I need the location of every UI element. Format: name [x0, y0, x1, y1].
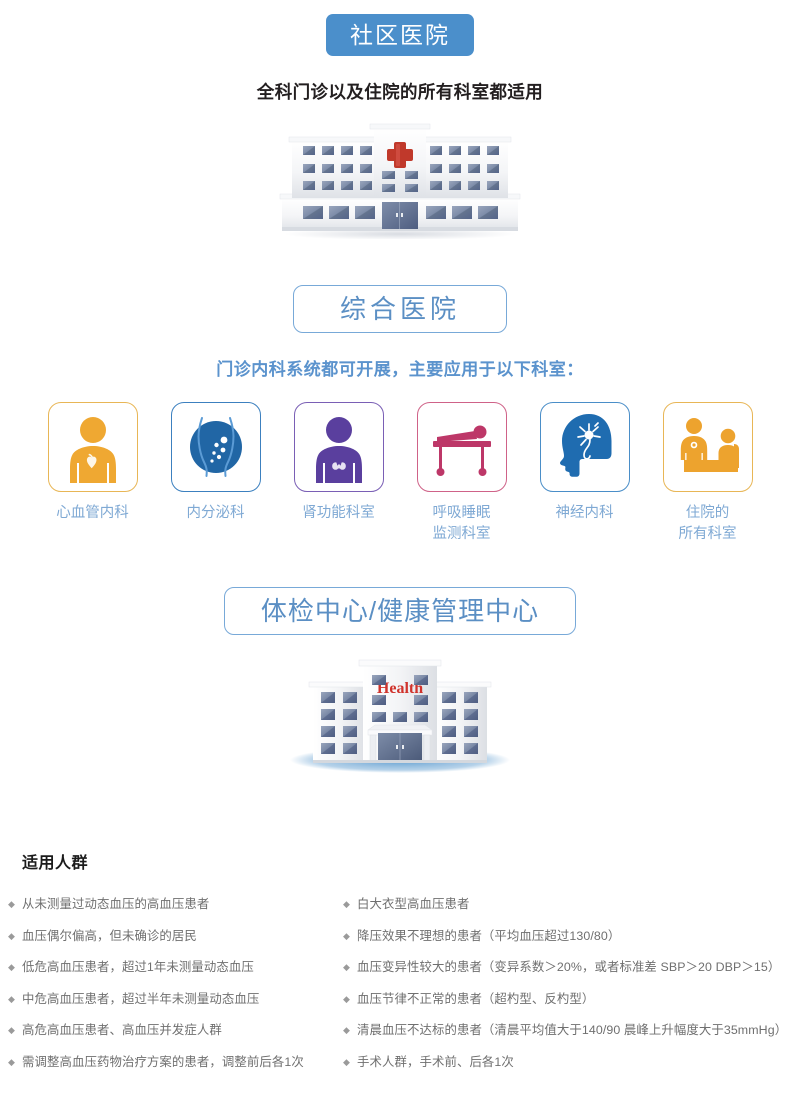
department-label: 神经内科	[555, 505, 614, 521]
department-label: 肾功能科室	[302, 505, 375, 521]
top-spacer	[0, 0, 800, 6]
list-item-text: 手术人群，手术前、后各1次	[357, 1054, 514, 1069]
neurology-head-neuron-icon	[559, 414, 611, 477]
inpatient-bedside-care-icon	[680, 418, 739, 472]
diamond-bullet-icon: ◆	[343, 1025, 351, 1036]
general-hospital-subtitle: 门诊内科系统都可开展，主要应用于以下科室：	[216, 360, 584, 379]
nephrology-icon-box	[293, 402, 384, 492]
list-item: ◆ 手术人群，手术前、后各1次	[343, 1055, 800, 1071]
diamond-bullet-icon: ◆	[343, 930, 351, 941]
applicable-population-right-column: ◆ 白大衣型高血压患者 ◆ 降压效果不理想的患者（平均血压超过130/80） ◆…	[343, 897, 800, 1086]
department-item-sleep-monitoring[interactable]: 呼吸睡眠 监测科室	[414, 402, 510, 545]
applicable-population-left-column: ◆ 从未测量过动态血压的高血压患者 ◆ 血压偶尔偏高，但未确诊的居民 ◆ 低危高…	[0, 897, 343, 1086]
community-hospital-subtitle: 全科门诊以及住院的所有科室都适用	[256, 82, 544, 102]
diamond-bullet-icon: ◆	[343, 899, 351, 910]
endocrinology-icon-box	[170, 402, 261, 492]
department-item-neurology[interactable]: 神经内科	[537, 402, 633, 524]
diamond-bullet-icon: ◆	[8, 962, 16, 973]
inpatient-icon-box	[662, 402, 753, 492]
hospital-building-illustration	[279, 123, 521, 239]
health-center-building-illustration: Health	[290, 659, 510, 774]
department-item-endocrinology[interactable]: 内分泌科	[168, 402, 264, 524]
general-hospital-section: 综合医院 门诊内科系统都可开展，主要应用于以下科室： 心血管内科	[0, 285, 800, 545]
endocrinology-gland-icon	[189, 417, 242, 477]
neurology-icon-box	[539, 402, 630, 492]
list-item-text: 中危高血压患者，超过半年未测量动态血压	[22, 991, 260, 1006]
health-sign-text: Health	[377, 680, 423, 697]
department-label: 住院的 所有科室	[678, 505, 737, 543]
cardiology-person-heart-icon	[69, 417, 116, 483]
list-item: ◆ 低危高血压患者，超过1年未测量动态血压	[8, 960, 343, 976]
list-item-text: 降压效果不理想的患者（平均血压超过130/80）	[357, 928, 621, 943]
community-hospital-badge: 社区医院	[326, 14, 474, 56]
list-item-text: 血压偶尔偏高，但未确诊的居民	[22, 928, 197, 943]
diamond-bullet-icon: ◆	[343, 962, 351, 973]
list-item: ◆ 清晨血压不达标的患者（清晨平均值大于140/90 晨峰上升幅度大于35mmH…	[343, 1023, 800, 1039]
diamond-bullet-icon: ◆	[8, 1056, 16, 1067]
list-item: ◆ 从未测量过动态血压的高血压患者	[8, 897, 343, 913]
list-item-text: 清晨血压不达标的患者（清晨平均值大于140/90 晨峰上升幅度大于35mmHg）	[357, 1023, 788, 1038]
diamond-bullet-icon: ◆	[8, 899, 16, 910]
list-item-text: 需调整高血压药物治疗方案的患者，调整前后各1次	[22, 1054, 304, 1069]
diamond-bullet-icon: ◆	[8, 993, 16, 1004]
diamond-bullet-icon: ◆	[343, 993, 351, 1004]
red-cross-icon	[387, 142, 413, 168]
applicable-population-title: 适用人群	[22, 855, 89, 873]
list-item: ◆ 血压偶尔偏高，但未确诊的居民	[8, 929, 343, 945]
list-item-text: 白大衣型高血压患者	[357, 897, 470, 912]
sleep-monitoring-bed-icon	[432, 425, 491, 476]
department-list: 心血管内科 内分泌科	[0, 402, 800, 545]
list-item-text: 低危高血压患者，超过1年未测量动态血压	[22, 960, 254, 975]
health-center-illustration-wrap: Health	[0, 657, 800, 775]
department-item-nephrology[interactable]: 肾功能科室	[291, 402, 387, 524]
list-item-text: 血压变异性较大的患者（变异系数＞20%，或者标准差 SBP＞20 DBP＞15）	[357, 960, 781, 975]
list-item: ◆ 白大衣型高血压患者	[343, 897, 800, 913]
list-item: ◆ 中危高血压患者，超过半年未测量动态血压	[8, 992, 343, 1008]
department-label: 呼吸睡眠 监测科室	[432, 505, 491, 543]
department-label: 心血管内科	[56, 505, 129, 521]
applicable-population-columns: ◆ 从未测量过动态血压的高血压患者 ◆ 血压偶尔偏高，但未确诊的居民 ◆ 低危高…	[0, 897, 800, 1086]
department-item-cardiology[interactable]: 心血管内科	[45, 402, 141, 524]
hospital-building-illustration-wrap	[0, 114, 800, 239]
community-hospital-section: 社区医院 全科门诊以及住院的所有科室都适用	[0, 14, 800, 239]
list-item: ◆ 需调整高血压药物治疗方案的患者，调整前后各1次	[8, 1055, 343, 1071]
applicable-population-section: 适用人群 ◆ 从未测量过动态血压的高血压患者 ◆ 血压偶尔偏高，但未确诊的居民 …	[0, 849, 800, 1086]
list-item-text: 血压节律不正常的患者（超杓型、反杓型）	[357, 991, 595, 1006]
list-item-text: 从未测量过动态血压的高血压患者	[22, 897, 210, 912]
sleep-monitoring-icon-box	[416, 402, 507, 492]
list-item-text: 高危高血压患者、高血压并发症人群	[22, 1023, 222, 1038]
department-label: 内分泌科	[186, 505, 245, 521]
department-item-inpatient[interactable]: 住院的 所有科室	[660, 402, 756, 545]
diamond-bullet-icon: ◆	[343, 1056, 351, 1067]
nephrology-person-kidney-icon	[315, 417, 362, 483]
checkup-center-badge: 体检中心/健康管理中心	[224, 587, 576, 636]
diamond-bullet-icon: ◆	[8, 930, 16, 941]
diamond-bullet-icon: ◆	[8, 1025, 16, 1036]
checkup-center-section: 体检中心/健康管理中心	[0, 587, 800, 775]
list-item: ◆ 血压变异性较大的患者（变异系数＞20%，或者标准差 SBP＞20 DBP＞1…	[343, 960, 800, 976]
cardiology-icon-box	[47, 402, 138, 492]
list-item: ◆ 高危高血压患者、高血压并发症人群	[8, 1023, 343, 1039]
list-item: ◆ 降压效果不理想的患者（平均血压超过130/80）	[343, 929, 800, 945]
list-item: ◆ 血压节律不正常的患者（超杓型、反杓型）	[343, 992, 800, 1008]
general-hospital-badge: 综合医院	[293, 285, 507, 333]
